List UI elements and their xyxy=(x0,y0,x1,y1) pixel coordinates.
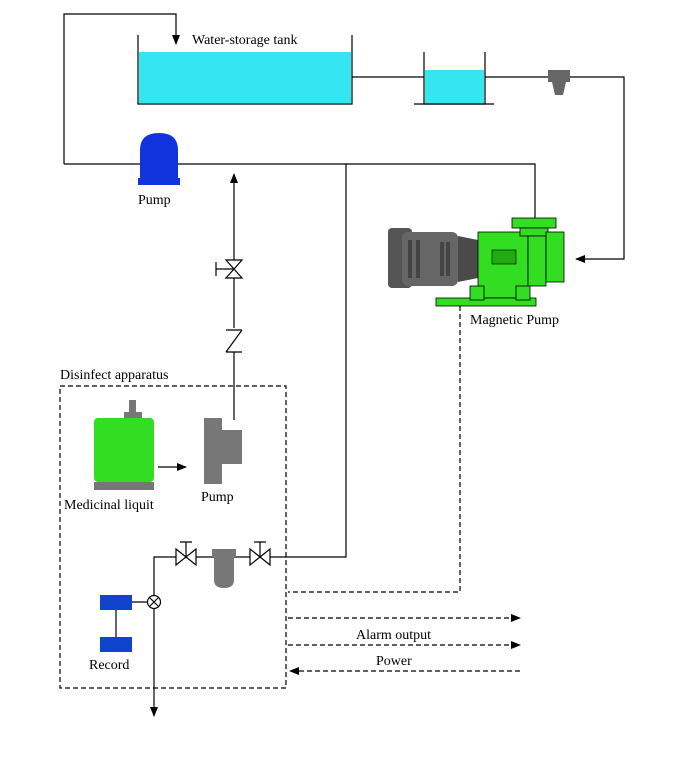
pump-inner-icon xyxy=(204,418,242,484)
gate-valve-left-icon xyxy=(175,541,197,567)
flow-meter-icon xyxy=(212,549,236,588)
pipe-to-magnetic-pump xyxy=(570,76,625,263)
tank-water xyxy=(139,52,351,103)
small-tank xyxy=(352,52,494,105)
return-pipe-top xyxy=(63,13,180,164)
medicinal-tank-icon xyxy=(94,400,154,490)
gate-valve-upper-icon xyxy=(215,259,244,279)
pump-top-icon xyxy=(138,133,180,185)
disinfect-apparatus-box xyxy=(59,385,287,689)
disinfect-label: Disinfect apparatus xyxy=(60,368,168,383)
record-label: Record xyxy=(89,658,129,673)
pump-inner-label: Pump xyxy=(201,490,234,505)
medicinal-label: Medicinal liquit xyxy=(64,498,154,513)
sample-pipe xyxy=(150,164,347,717)
tank-label: Water-storage tank xyxy=(192,33,298,48)
alarm-label: Alarm output xyxy=(356,628,431,643)
power-label: Power xyxy=(376,654,412,669)
gate-valve-right-icon xyxy=(249,541,271,567)
pump-top-label: Pump xyxy=(138,193,171,208)
magnetic-pump-icon xyxy=(388,217,565,307)
small-tank-water xyxy=(425,70,484,103)
main-pipe xyxy=(64,163,536,226)
record-device-icon xyxy=(100,595,132,652)
check-valve-icon xyxy=(225,328,243,353)
magnetic-pump-label: Magnetic Pump xyxy=(470,313,559,328)
sensor-circle-icon xyxy=(146,594,162,610)
water-storage-tank xyxy=(137,35,353,105)
control-line-magnetic-pump xyxy=(288,306,461,593)
sensor-icon xyxy=(548,70,570,95)
